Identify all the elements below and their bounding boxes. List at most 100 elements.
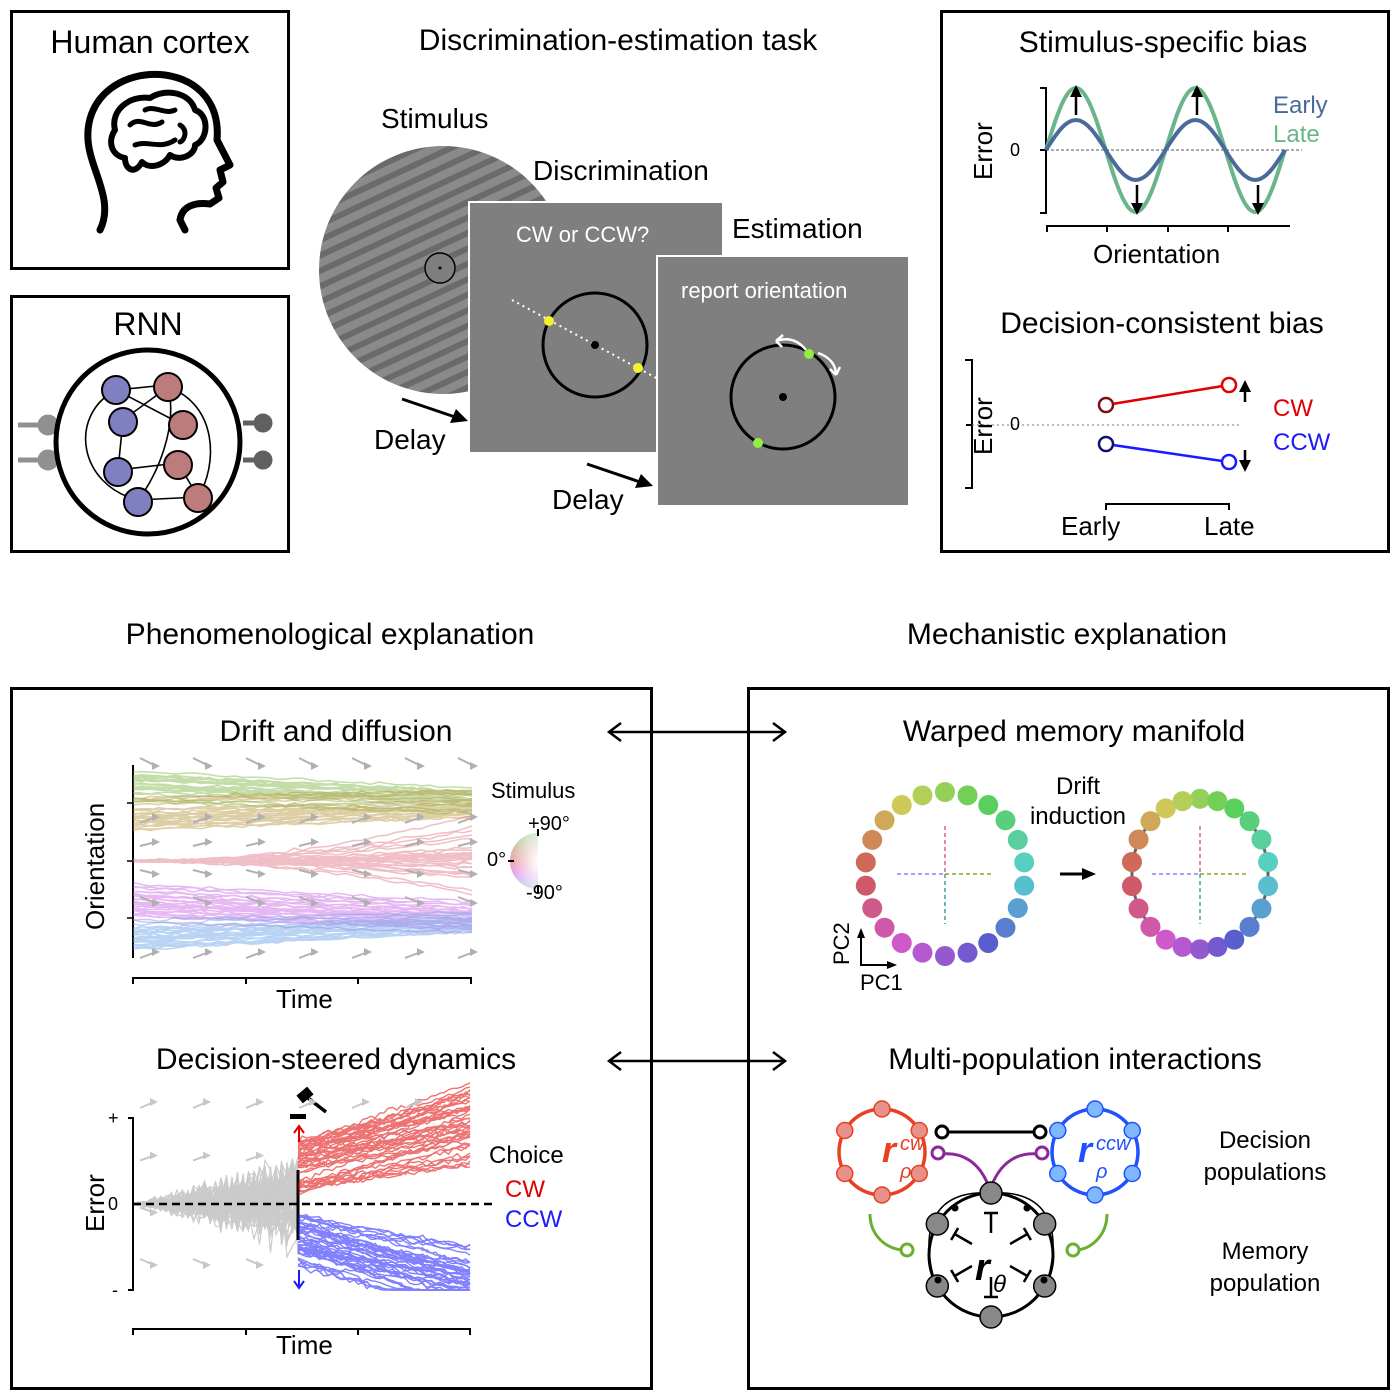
stimulus-bias-plot: [1040, 85, 1302, 232]
trajectory: [297, 1097, 471, 1143]
inhibitory-link: [954, 1264, 973, 1278]
trajectory: [132, 774, 473, 793]
manifold-state: [935, 946, 955, 966]
trajectory: [132, 775, 473, 793]
trajectory: [132, 1176, 299, 1227]
cw-population-label: r: [882, 1129, 898, 1170]
trajectory: [132, 1160, 299, 1221]
colorwheel-top-label: +90°: [528, 813, 570, 835]
trajectory: [132, 776, 473, 795]
trajectory: [132, 913, 473, 927]
cw-sup: cw: [900, 1133, 926, 1155]
bias-arrowhead: [1191, 85, 1203, 97]
excitatory-terminal: [1040, 1276, 1048, 1284]
decision-bias-zero: 0: [1010, 414, 1021, 434]
trajectory: [132, 856, 473, 864]
manifold-state: [1172, 936, 1193, 957]
legend-cw: CW: [1273, 395, 1313, 422]
trajectory: [297, 1162, 471, 1188]
flow-arrowhead: [205, 838, 213, 846]
terminal: [1034, 1145, 1050, 1161]
trajectory: [297, 1125, 471, 1167]
manifold-state: [1140, 916, 1161, 937]
manifold-state: [1121, 876, 1142, 897]
phenomenological-header: Phenomenological explanation: [125, 618, 535, 651]
cw-steer-arrowhead: [293, 1124, 305, 1134]
trajectory: [132, 804, 473, 818]
trajectory: [132, 1186, 299, 1245]
manifold-before: [855, 782, 1035, 966]
trajectory: [132, 851, 473, 863]
manifold-state: [1258, 876, 1279, 897]
trajectory: [132, 782, 473, 801]
cw-population: [836, 1100, 928, 1204]
flow-arrowhead: [311, 948, 319, 956]
trajectory: [297, 1263, 471, 1285]
trajectory: [132, 798, 473, 814]
pc2-arrowhead: [857, 928, 865, 938]
memory-population-symbol: r: [975, 1247, 992, 1289]
population-unit: [873, 1186, 891, 1204]
mechanistic-panel: [747, 687, 1390, 1390]
manifold-state: [1155, 798, 1176, 819]
manifold-state: [912, 942, 933, 963]
trajectory: [132, 1170, 299, 1240]
flow-arrowhead: [152, 899, 160, 907]
trajectory: [132, 916, 473, 930]
trajectory: [132, 1164, 299, 1231]
trajectory: [132, 803, 473, 815]
population-unit: [910, 1121, 928, 1140]
trajectory: [132, 903, 473, 921]
flow-arrowhead: [150, 1208, 158, 1217]
terminal: [899, 1242, 915, 1258]
human-cortex-panel: [10, 10, 290, 270]
manifold-state: [1207, 936, 1228, 957]
trajectory: [132, 778, 473, 798]
delay-arrow: [586, 462, 653, 488]
trajectory: [297, 1105, 471, 1142]
population-network: [836, 1100, 1141, 1329]
trajectory: [132, 846, 473, 864]
bias-arrowhead: [1131, 203, 1143, 215]
flow-arrowhead: [256, 1261, 264, 1269]
manifold-state: [1224, 798, 1245, 819]
trajectory-band: [132, 771, 473, 815]
trajectory: [132, 803, 473, 817]
trajectory: [132, 1170, 299, 1238]
trajectory: [132, 854, 473, 864]
trajectory: [132, 917, 473, 931]
choice-legend-ccw: CCW: [505, 1206, 563, 1233]
trajectory: [132, 925, 473, 942]
trajectory: [132, 859, 473, 877]
terminal: [1032, 1124, 1048, 1140]
manifold-state: [1128, 898, 1149, 919]
trajectory: [132, 854, 473, 864]
trajectory: [132, 859, 473, 869]
trajectory: [132, 1173, 299, 1237]
trajectory: [132, 902, 473, 921]
ytick-minus: -: [112, 1280, 118, 1300]
trajectory: [132, 1161, 299, 1256]
trajectory: [132, 852, 473, 863]
inhibitory-link: [1009, 1232, 1028, 1246]
manifold-state: [1128, 829, 1149, 850]
flow-arrowhead: [311, 870, 319, 878]
trajectory: [297, 1246, 470, 1281]
inhibitory-link: [954, 1232, 973, 1246]
trajectory-band: [132, 789, 473, 832]
manifold-state: [1190, 788, 1210, 809]
bias-panel: [940, 10, 1390, 553]
trajectory: [132, 798, 473, 811]
manifold-state: [891, 932, 912, 953]
delay-label-1: Delay: [374, 424, 446, 455]
trajectory: [132, 782, 473, 801]
flow-arrowhead: [470, 948, 478, 956]
decision-steered-chart: [128, 1082, 495, 1335]
trajectory: [132, 1166, 299, 1246]
trajectory: [132, 859, 473, 867]
trajectory: [132, 858, 473, 874]
rnn-unit: [163, 450, 193, 480]
manifold-state: [1014, 852, 1035, 873]
trajectory: [297, 1086, 471, 1148]
trajectory: [297, 1228, 471, 1251]
